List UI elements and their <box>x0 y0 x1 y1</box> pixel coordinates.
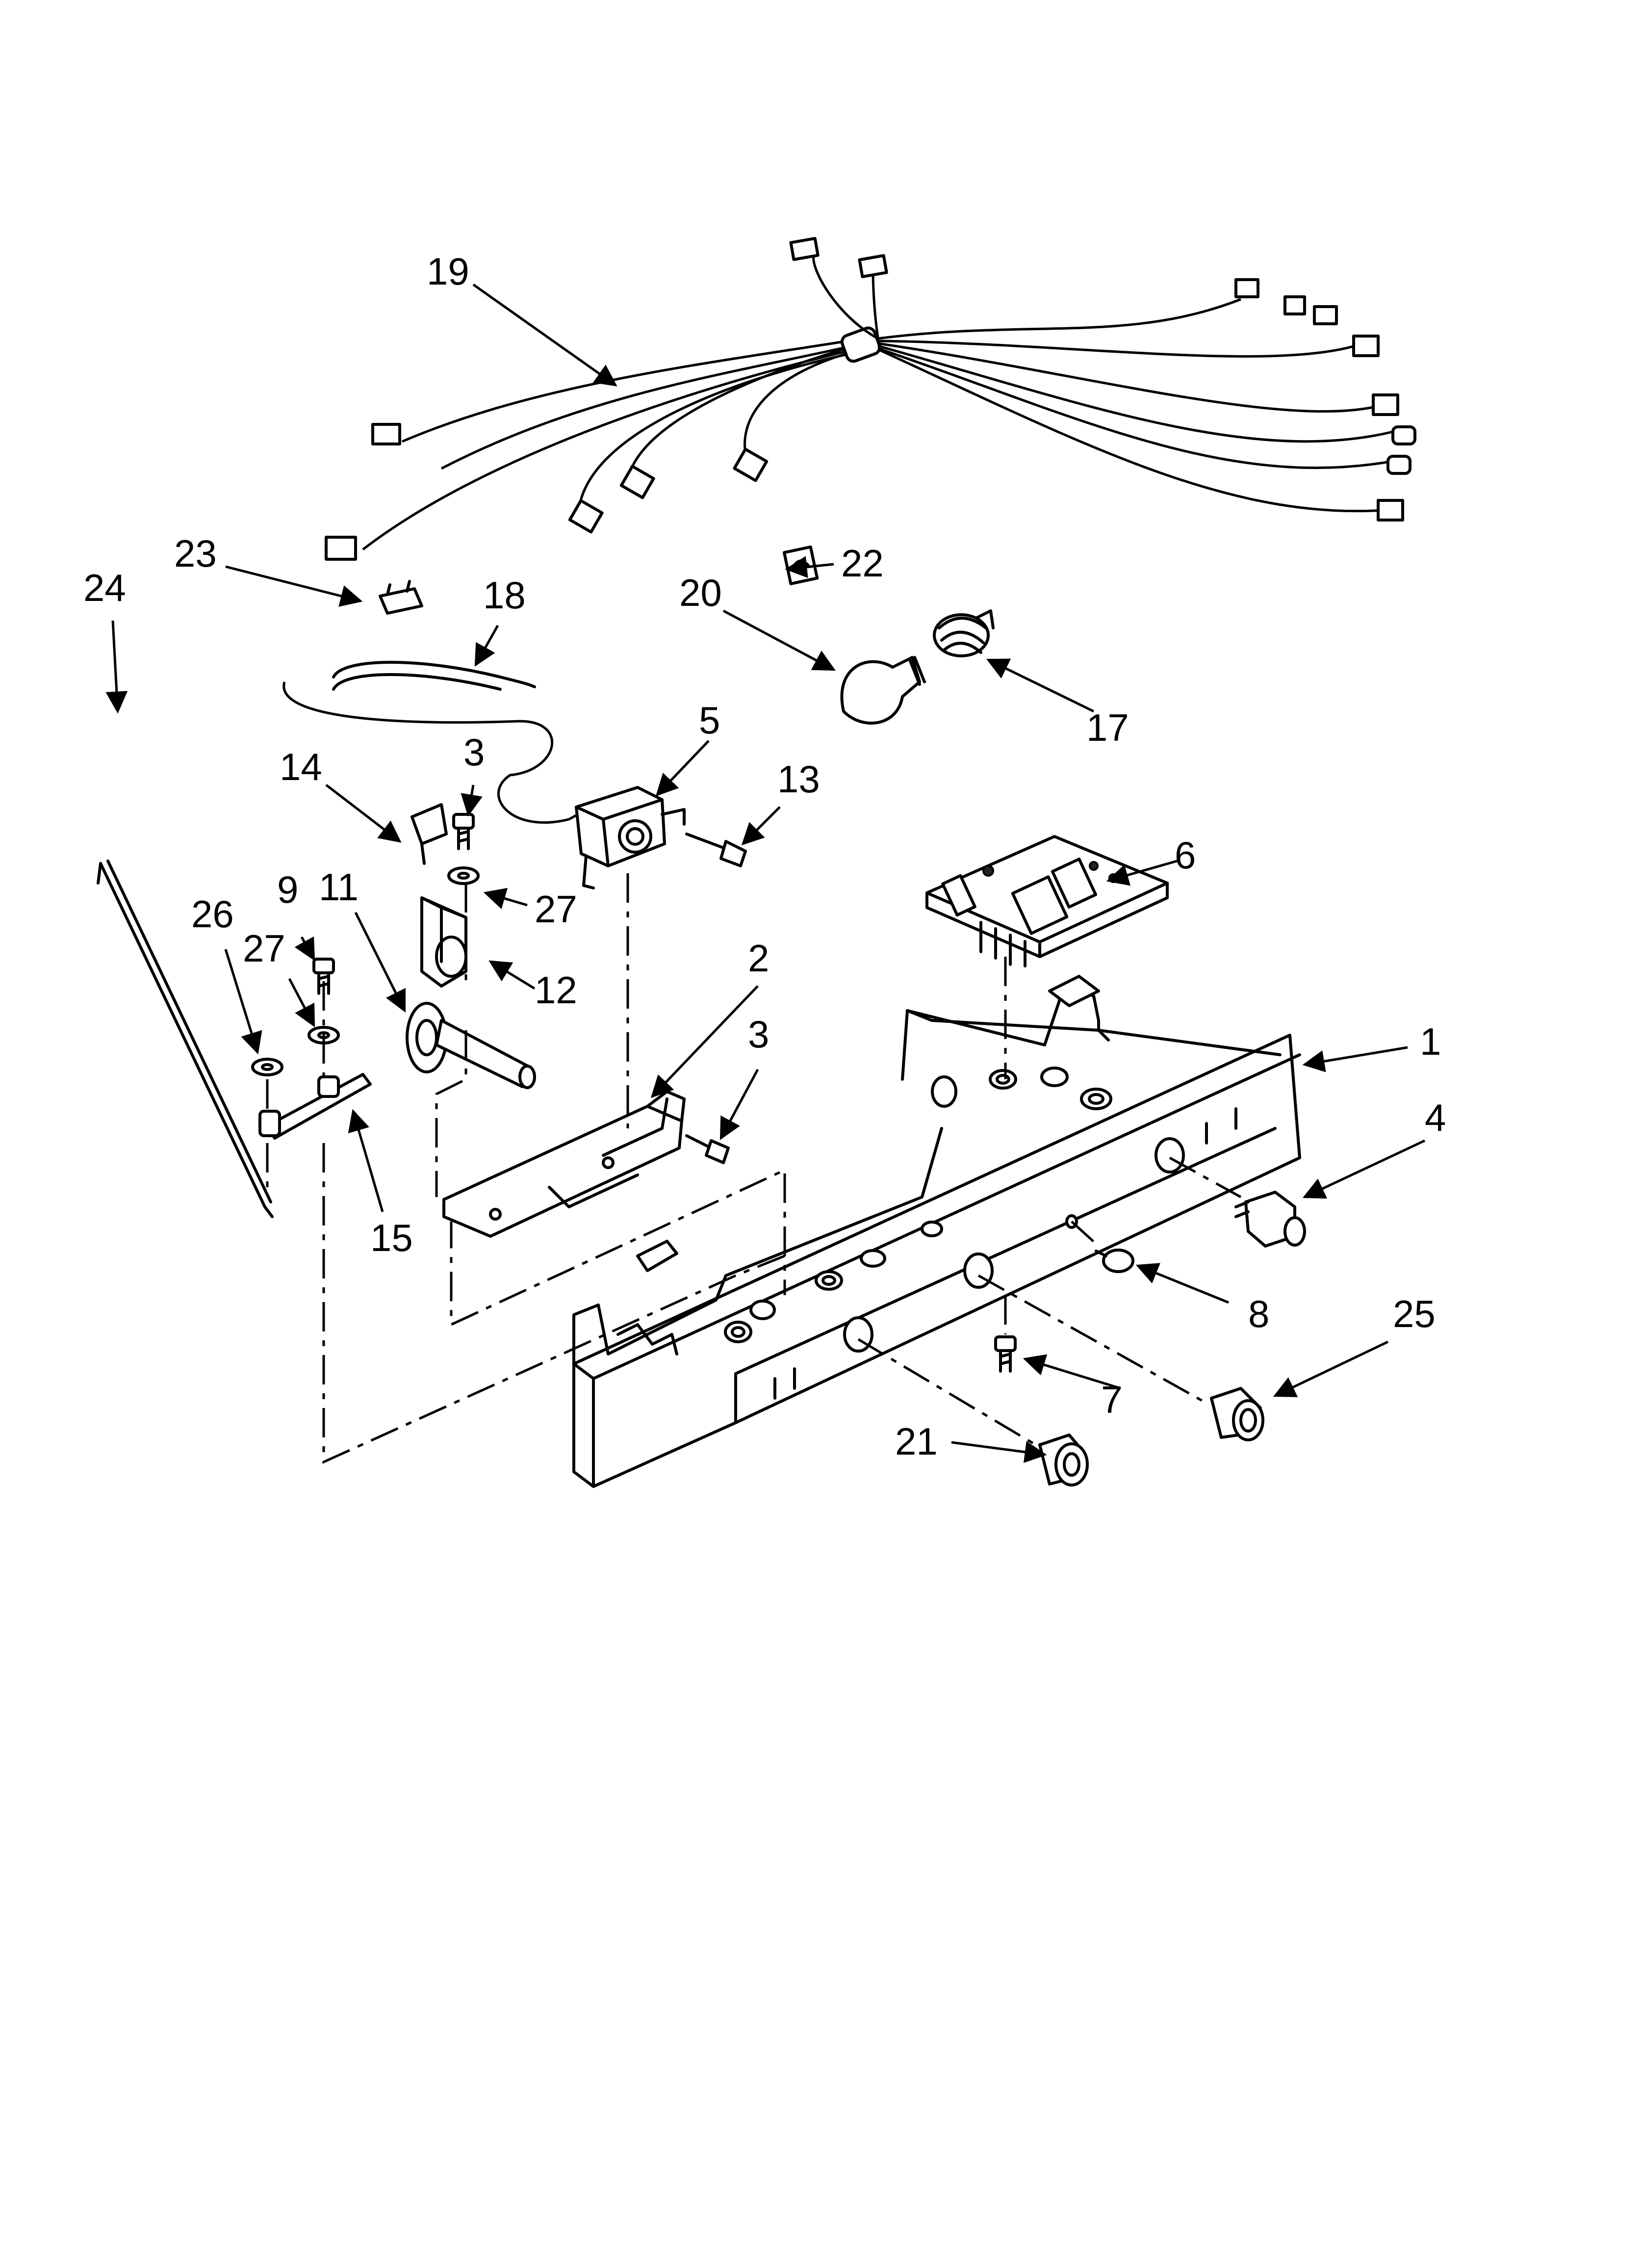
grommet-26-icon <box>1038 1434 1089 1486</box>
grommet-25-icon <box>1210 1387 1264 1441</box>
screw-13-icon <box>685 833 747 867</box>
callout-15: 15 <box>370 1216 413 1259</box>
harness-connector-icon <box>325 236 1416 561</box>
capillary-tube <box>282 661 609 824</box>
callout-27a: 27 <box>535 887 577 931</box>
callout-3a: 3 <box>463 730 485 774</box>
callout-19: 20 <box>679 571 722 614</box>
clip-22-icon <box>379 580 423 615</box>
screw-7-icon <box>994 1335 1017 1373</box>
callout-4: 4 <box>1425 1096 1446 1139</box>
callout-14: 14 <box>280 745 322 788</box>
washer-27a-icon <box>447 866 480 885</box>
screw-9-icon <box>312 958 335 995</box>
washer-24-icon <box>251 1058 283 1076</box>
light-socket-icon <box>933 609 995 657</box>
control-board-icon <box>925 835 1169 967</box>
control-housing <box>572 975 1301 1488</box>
screw-3b-icon <box>685 1134 730 1164</box>
callout-25: 25 <box>1393 1292 1436 1335</box>
leader-lines <box>105 283 1426 1463</box>
clip-14-icon <box>410 803 448 865</box>
thermostat-icon <box>575 786 686 889</box>
damper-link-15-icon <box>258 1073 372 1140</box>
bracket-2-icon <box>442 1090 686 1238</box>
callout-11: 11 <box>319 865 359 909</box>
callout-6: 6 <box>1175 834 1196 877</box>
assembly-lines <box>266 873 1242 1464</box>
callout-23: 24 <box>83 566 126 609</box>
callout-labels: 19 23 24 18 22 20 17 5 13 14 3 27 12 11 … <box>83 250 1446 1463</box>
callout-1: 1 <box>1420 1020 1441 1063</box>
callout-27b: 27 <box>243 927 285 970</box>
callout-13: 13 <box>777 757 820 801</box>
callout-20: 19 <box>427 250 469 293</box>
screw-3a-icon <box>452 813 475 850</box>
callout-18: 18 <box>483 574 526 617</box>
callout-21: 22 <box>841 542 884 585</box>
callout-22: 23 <box>174 532 217 575</box>
light-bulb-icon <box>840 656 926 725</box>
lamp-8-icon <box>1095 1249 1134 1273</box>
callout-9: 9 <box>277 868 298 911</box>
callout-17: 17 <box>1086 706 1129 749</box>
callout-2: 2 <box>748 937 769 980</box>
callout-7: 7 <box>1101 1378 1122 1421</box>
knob-shaft-11-icon <box>406 1002 536 1089</box>
wire-harness <box>325 236 1416 561</box>
callout-3b: 3 <box>748 1013 769 1056</box>
callout-26: 21 <box>895 1420 938 1463</box>
bracket-12-icon <box>420 896 467 988</box>
rod-23-icon <box>97 860 274 1218</box>
callout-24: 26 <box>191 892 234 936</box>
callout-5: 5 <box>699 699 720 742</box>
callout-12: 12 <box>535 968 577 1012</box>
callout-8: 8 <box>1248 1292 1269 1335</box>
switch-4-icon <box>1234 1191 1306 1248</box>
